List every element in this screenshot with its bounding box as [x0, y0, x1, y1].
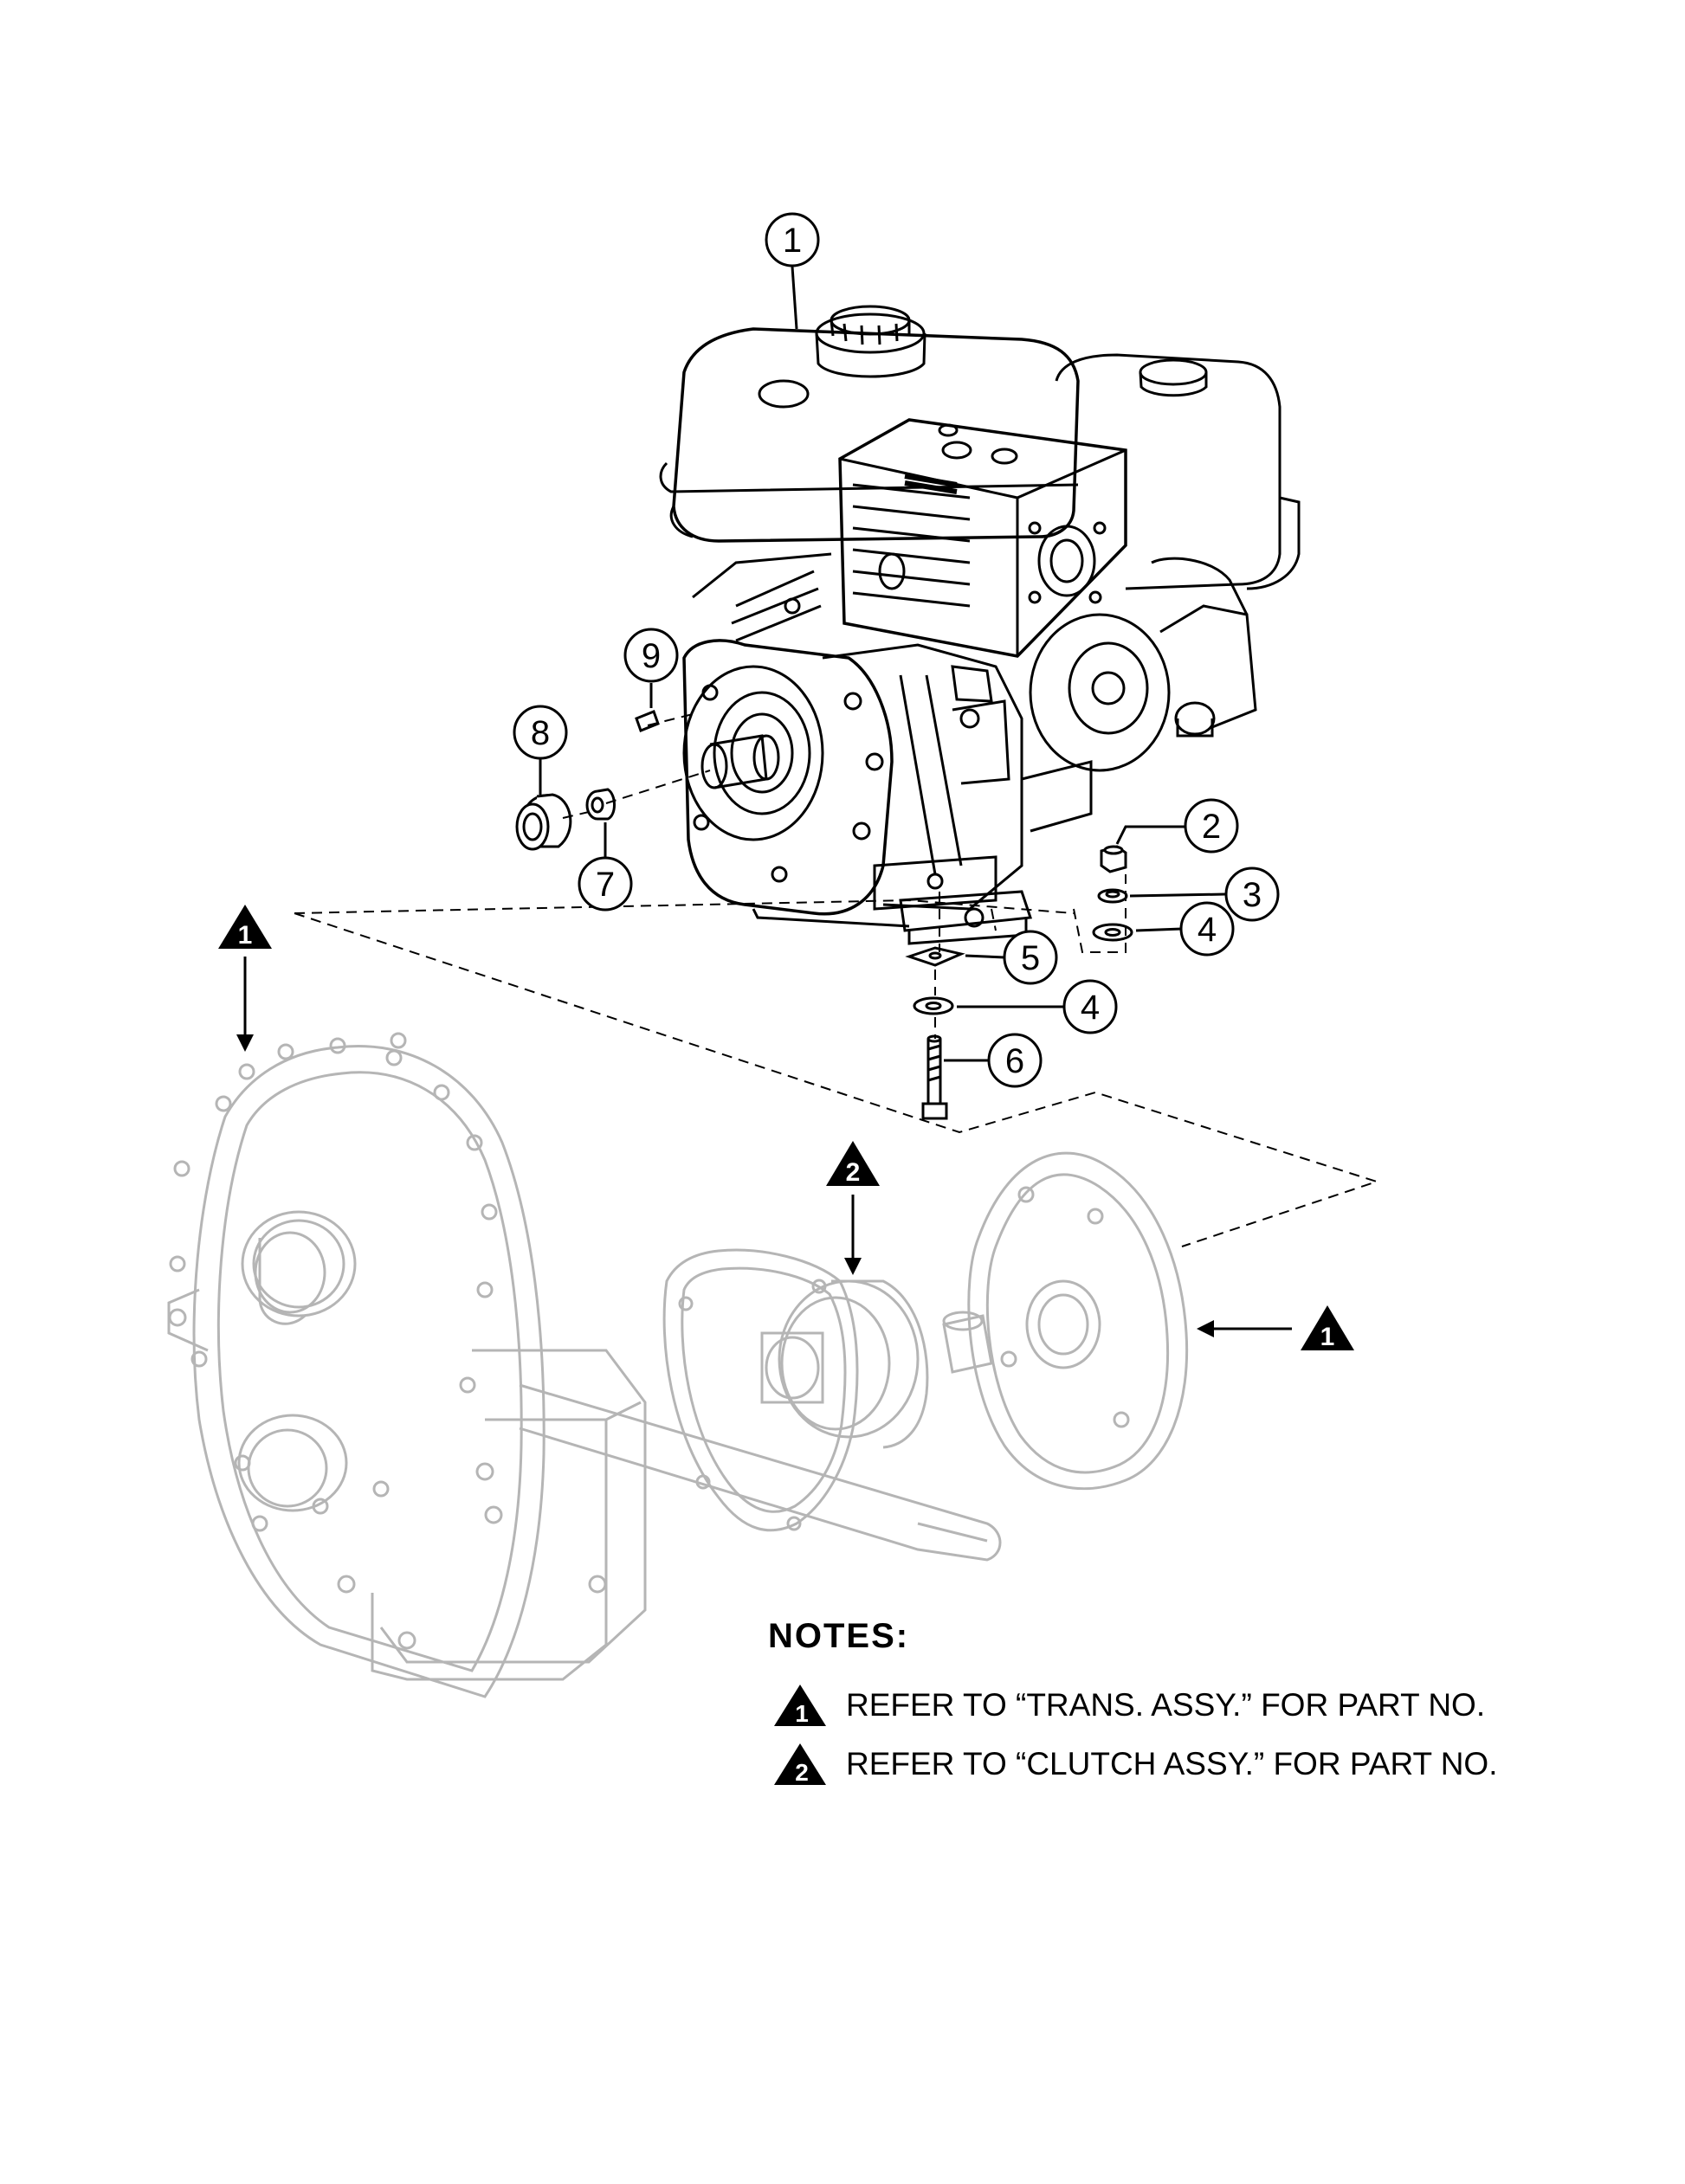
svg-text:3: 3	[1243, 876, 1262, 914]
callout-2: 2	[1184, 798, 1239, 854]
callout-bubbles: 1 2 3 4 4 5 6 7 8 9	[513, 212, 1280, 1088]
callout-4-lower: 4	[1062, 979, 1118, 1034]
callout-9: 9	[623, 628, 679, 683]
part-nut	[1100, 845, 1127, 873]
svg-text:2: 2	[846, 1158, 861, 1187]
part-key	[635, 710, 660, 732]
muffler-heat-shield	[838, 418, 1127, 658]
note-trans-assy: 1 REFER TO “TRANS. ASSY.” FOR PART NO.	[773, 1679, 1485, 1731]
callout-leaders	[539, 266, 1226, 1062]
note-text-clutch: REFER TO “CLUTCH ASSY.” FOR PART NO.	[846, 1746, 1498, 1781]
callout-5: 5	[1003, 930, 1058, 985]
callout-8: 8	[513, 705, 568, 760]
svg-text:6: 6	[1005, 1042, 1024, 1080]
svg-text:1: 1	[238, 921, 253, 950]
triangle-marker-1-icon: 1	[774, 1685, 826, 1727]
part-washer-right	[1092, 923, 1133, 942]
callout-6: 6	[987, 1033, 1043, 1088]
note-text-trans: REFER TO “TRANS. ASSY.” FOR PART NO.	[846, 1687, 1486, 1723]
callout-4-right: 4	[1179, 901, 1235, 957]
svg-text:9: 9	[642, 637, 661, 675]
svg-text:7: 7	[596, 866, 615, 904]
part-bolt	[921, 1034, 948, 1120]
callout-1: 1	[765, 212, 820, 267]
triangle-marker-2-icon: 2	[774, 1743, 826, 1786]
assembly-lines	[294, 713, 1380, 1247]
part-lock-washer	[1097, 888, 1128, 904]
air-cleaner	[1055, 353, 1282, 590]
reference-markers: 1 1 2	[218, 905, 1354, 1351]
notes-title: NOTES:	[768, 1617, 910, 1655]
callout-7: 7	[578, 856, 633, 912]
fuel-tank	[672, 327, 1080, 543]
svg-text:1: 1	[1320, 1323, 1335, 1351]
svg-text:5: 5	[1021, 939, 1040, 977]
output-shaft	[700, 734, 780, 789]
part-spacer-large	[515, 793, 572, 851]
svg-text:4: 4	[1081, 989, 1100, 1027]
reference-marker-2: 2	[826, 1141, 880, 1275]
svg-text:8: 8	[531, 714, 550, 752]
crankcase	[682, 639, 1033, 945]
svg-text:2: 2	[795, 1759, 809, 1786]
svg-text:1: 1	[783, 222, 802, 260]
reference-marker-1-right: 1	[1197, 1305, 1354, 1351]
hardware-parts	[515, 710, 1133, 1120]
note-clutch-assy: 2 REFER TO “CLUTCH ASSY.” FOR PART NO.	[773, 1738, 1497, 1790]
part-spacer-small	[585, 788, 616, 821]
part-washer-lower	[913, 996, 954, 1015]
part-plate	[905, 946, 965, 967]
svg-text:4: 4	[1198, 911, 1217, 949]
svg-text:1: 1	[795, 1700, 809, 1727]
transmission-assembly-ghost	[167, 1032, 1189, 1698]
engine-drawing	[659, 305, 1301, 945]
callout-3: 3	[1224, 867, 1280, 922]
fuel-cap	[815, 305, 926, 378]
svg-text:2: 2	[1202, 808, 1221, 846]
reference-marker-1-top: 1	[218, 905, 272, 1052]
